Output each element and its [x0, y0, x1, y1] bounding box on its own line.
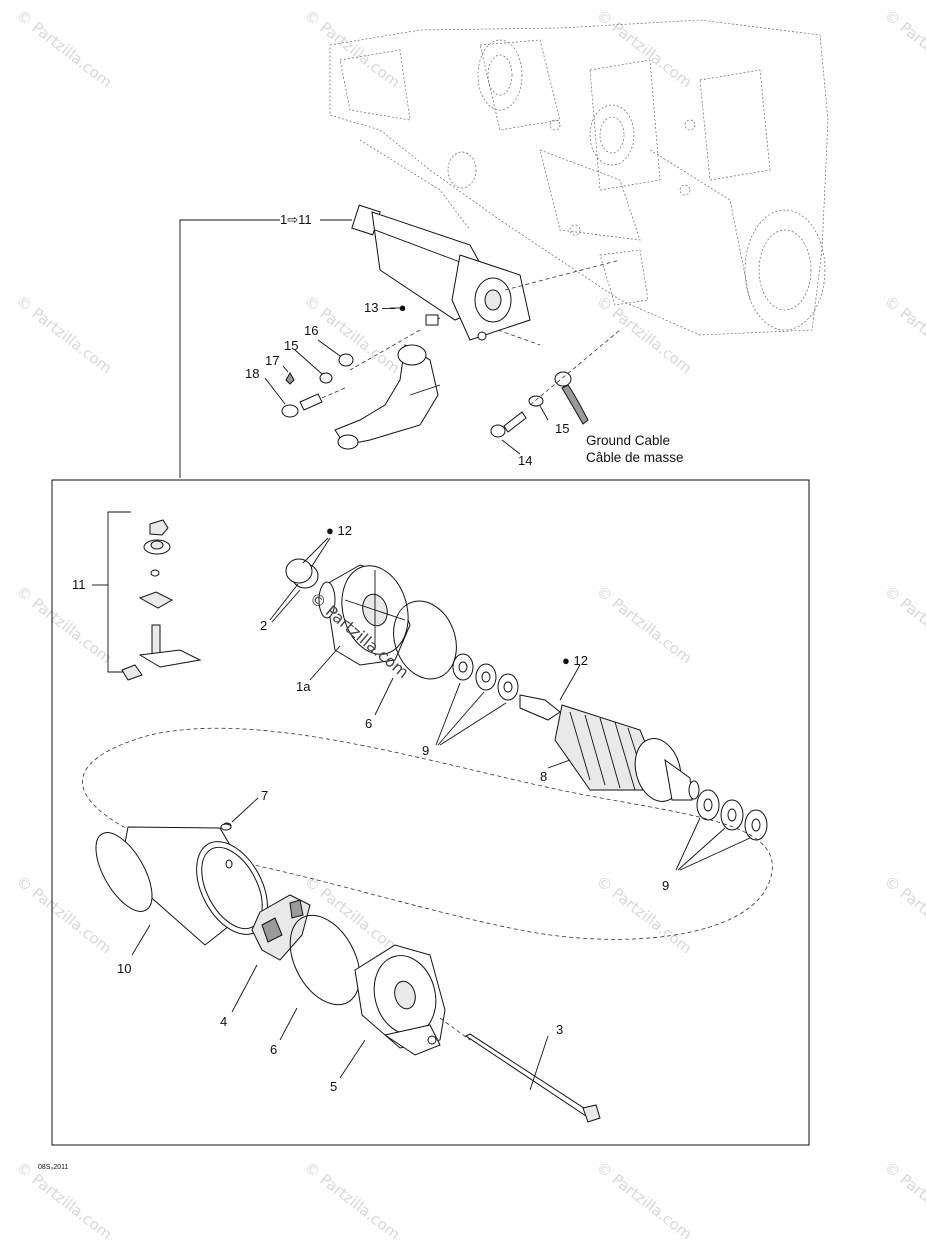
- callout-4: 4: [220, 1014, 228, 1029]
- callout-lines-top: [179, 219, 549, 478]
- bracket: [334, 344, 441, 450]
- assembly-loop: [82, 727, 773, 940]
- ground-cable-en: Ground Cable: [586, 433, 671, 448]
- callout-12: ● 12: [326, 523, 352, 538]
- callout-18: 18: [245, 366, 260, 381]
- engine-block: [329, 19, 829, 336]
- callout-7: 7: [261, 788, 269, 803]
- callout-15: 15: [555, 421, 570, 436]
- callout-11: 11: [72, 577, 86, 592]
- washers-9-bottom: [696, 789, 768, 841]
- o-ring-6-bottom: [289, 914, 361, 1006]
- housing-1a: [285, 558, 411, 666]
- callout-9: 9: [662, 878, 670, 893]
- top-fasteners: [281, 329, 621, 438]
- yoke-10: [95, 822, 268, 946]
- footer-code: 08S₀2011: [38, 1164, 69, 1171]
- ground-cable-label: Ground Cable Câble de masse: [586, 432, 684, 466]
- callout-16: 16: [304, 323, 319, 338]
- callout-10: 10: [117, 961, 132, 976]
- callout-3: 3: [556, 1022, 564, 1037]
- callout-15: 15: [284, 338, 299, 353]
- callout-17: 17: [265, 353, 280, 368]
- armature-8: [519, 694, 700, 802]
- washers-9-top: [452, 653, 519, 701]
- end-cover-5: [354, 944, 446, 1056]
- callout-5: 5: [330, 1079, 338, 1094]
- callout-12: ● 12: [562, 653, 588, 668]
- through-bolt-3: [439, 1017, 601, 1123]
- starter-assembly: [349, 204, 621, 371]
- o-ring-6-top: [393, 600, 457, 680]
- parts-diagram: © Partzilla.com © Partzilla.com © Partzi…: [13, 6, 926, 1243]
- callout-6: 6: [270, 1042, 278, 1057]
- ground-cable-fr: Câble de masse: [586, 450, 684, 465]
- callout-14: 14: [518, 453, 533, 468]
- callout-lines-box: [131, 537, 751, 1091]
- o-ring-7: [220, 823, 232, 831]
- brush-plate-4: [251, 894, 311, 961]
- callout-13: 13 — ●: [364, 300, 407, 315]
- callout-1a: 1a: [296, 679, 311, 694]
- callout-2: 2: [260, 618, 268, 633]
- callout-8: 8: [540, 769, 548, 784]
- callout-9: 9: [422, 743, 430, 758]
- kit-11-parts: [92, 511, 202, 681]
- detail-box: [51, 479, 810, 1146]
- exploded-view-drawing: [51, 19, 829, 1146]
- callout-6: 6: [365, 716, 373, 731]
- callout-1-to-11: 1⇨11: [280, 212, 312, 227]
